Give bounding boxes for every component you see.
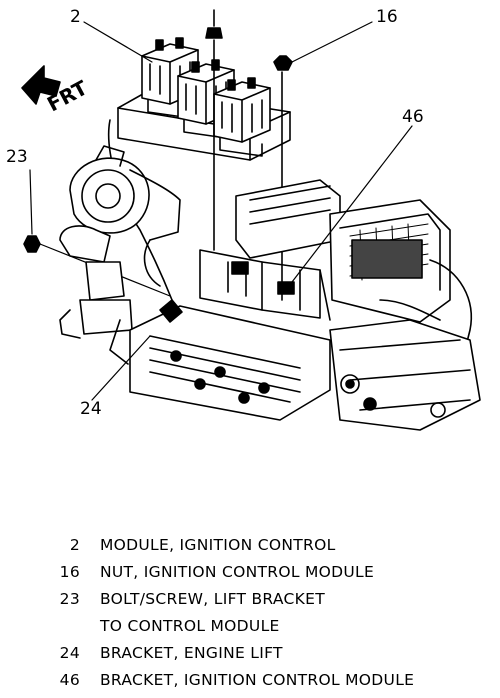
legend-item-description: BRACKET, IGNITION CONTROL MODULE: [100, 671, 415, 689]
legend-item-number: 2: [69, 536, 80, 554]
callout-2: 2: [70, 7, 81, 27]
legend-item-number: 46: [59, 671, 80, 689]
intake-manifold: [235, 179, 472, 371]
legend-item-description: TO CONTROL MODULE: [100, 617, 280, 635]
legend-item-description: BRACKET, ENGINE LIFT: [100, 644, 283, 662]
engine-lift-bracket: [129, 299, 331, 421]
legend-item-number: 16: [59, 563, 80, 581]
legend-item-number: 24: [59, 644, 80, 662]
legend-item: 2 MODULE, IGNITION CONTROL: [0, 532, 500, 558]
callout-46: 46: [402, 107, 424, 127]
legend-item: 16 NUT, IGNITION CONTROL MODULE: [0, 559, 500, 585]
ignition-module-nut: [205, 9, 293, 71]
ignition-module-bracket: [199, 39, 321, 319]
legend-item: 23 BOLT/SCREW, LIFT BRACKET: [0, 586, 500, 612]
callout-23: 23: [6, 147, 28, 167]
throttle-body-assembly: [59, 145, 181, 365]
engine-block: [329, 299, 481, 431]
front-direction-arrow-icon: [21, 65, 61, 105]
callout-24: 24: [80, 399, 102, 419]
callout-leaders: [29, 21, 413, 401]
legend-item-number: 23: [59, 590, 80, 608]
legend-item: 46 BRACKET, IGNITION CONTROL MODULE: [0, 667, 500, 693]
legend-item-description: NUT, IGNITION CONTROL MODULE: [100, 563, 375, 581]
legend-item-description: BOLT/SCREW, LIFT BRACKET: [100, 590, 325, 608]
legend-item: 24 BRACKET, ENGINE LIFT: [0, 640, 500, 666]
engine-diagram: FRT 2 16 23 46 24: [6, 7, 481, 431]
legend-item: TO CONTROL MODULE: [0, 613, 500, 639]
legend-item-description: MODULE, IGNITION CONTROL: [100, 536, 336, 554]
callout-16: 16: [376, 7, 398, 27]
